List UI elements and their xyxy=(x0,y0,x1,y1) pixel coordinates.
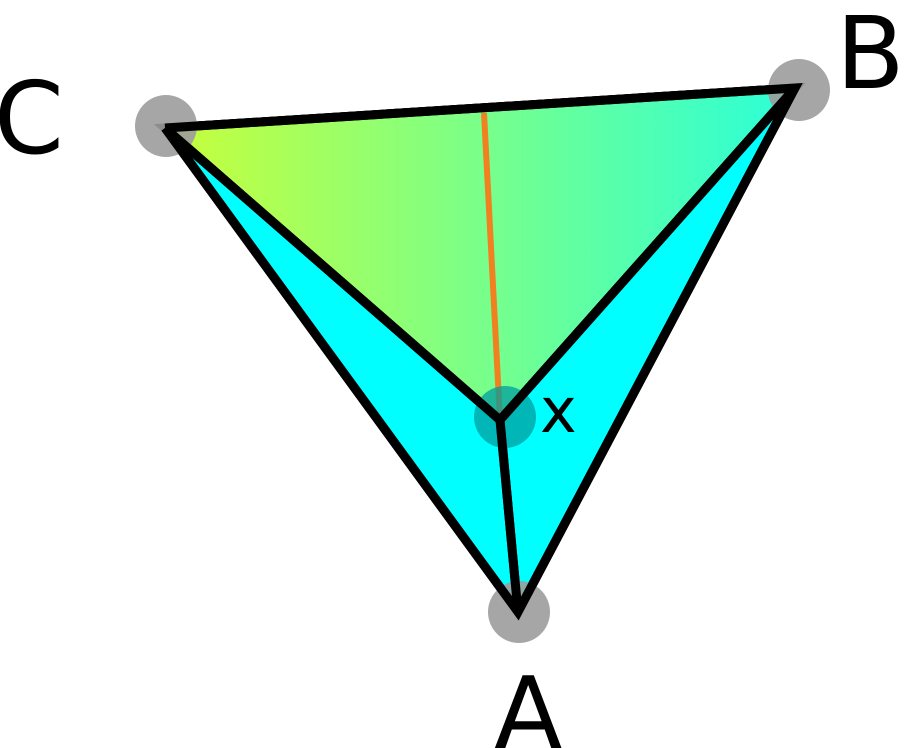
label-x: x xyxy=(540,374,577,447)
edge-x-a-top xyxy=(495,419,523,613)
outer-edges-top xyxy=(161,82,803,621)
segment-x-to-cb xyxy=(481,112,503,421)
label-c: C xyxy=(0,60,64,177)
label-b: B xyxy=(836,0,905,112)
label-a: A xyxy=(494,655,562,748)
